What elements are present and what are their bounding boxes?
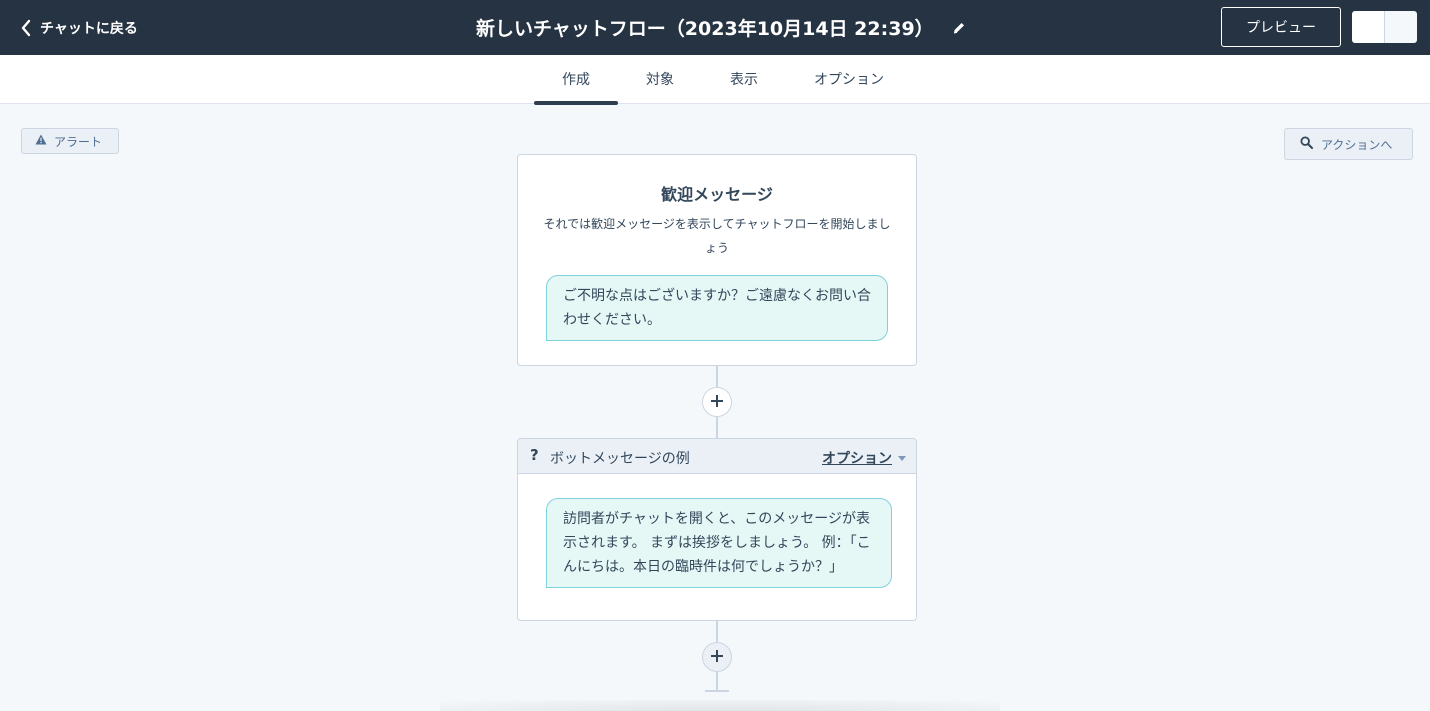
go-to-actions-button[interactable]: アクションへ <box>1284 128 1413 160</box>
tab-bar: 作成 対象 表示 オプション <box>0 55 1430 105</box>
pencil-icon[interactable] <box>952 21 966 35</box>
flow-title-area: 新しいチャットフロー（2023年10月14日 22:39） <box>476 0 966 55</box>
next-card-shadow <box>440 700 1000 711</box>
back-to-chat-link[interactable]: チャットに戻る <box>20 0 138 55</box>
welcome-message-bubble[interactable]: ご不明な点はございますか？ご遠慮なくお問い合わせください。 <box>546 275 888 341</box>
search-icon <box>1300 136 1313 152</box>
tab-build[interactable]: 作成 <box>534 55 618 105</box>
tab-target[interactable]: 対象 <box>646 72 674 88</box>
view-toggle-group <box>1352 11 1417 43</box>
tab-options[interactable]: オプション <box>814 72 884 88</box>
plus-icon <box>710 393 724 412</box>
bot-card-title: ボットメッセージの例 <box>550 451 690 467</box>
actions-label: アクションへ <box>1321 137 1393 152</box>
plus-icon <box>710 648 724 667</box>
warning-icon <box>35 134 47 148</box>
welcome-title: 歓迎メッセージ <box>661 185 773 204</box>
connector-end <box>705 690 729 692</box>
toggle-option-right[interactable] <box>1384 11 1417 43</box>
toggle-option-left[interactable] <box>1352 11 1384 43</box>
caret-down-icon <box>898 455 906 461</box>
bot-card-header: ? ボットメッセージの例 オプション <box>518 439 916 474</box>
options-dropdown[interactable]: オプション <box>822 448 906 468</box>
options-label: オプション <box>822 451 892 467</box>
alert-label: アラート <box>54 134 103 149</box>
welcome-message-card[interactable]: 歓迎メッセージ それでは歓迎メッセージを表示してチャットフローを開始しましょう … <box>517 154 917 366</box>
bot-message-card[interactable]: ? ボットメッセージの例 オプション 訪問者がチャットを開くと、このメッセージが… <box>517 438 917 621</box>
flow-title: 新しいチャットフロー（2023年10月14日 22:39） <box>476 18 934 40</box>
tab-display[interactable]: 表示 <box>730 72 758 88</box>
back-label: チャットに戻る <box>40 20 138 37</box>
add-step-button[interactable] <box>702 387 732 417</box>
alert-button[interactable]: アラート <box>21 128 119 154</box>
bot-message-bubble[interactable]: 訪問者がチャットを開くと、このメッセージが表示されます。 まずは挨拶をしましょう… <box>546 498 892 588</box>
chevron-left-icon <box>20 19 32 37</box>
welcome-description: それでは歓迎メッセージを表示してチャットフローを開始しましょう <box>543 217 891 255</box>
top-header: チャットに戻る 新しいチャットフロー（2023年10月14日 22:39） プレ… <box>0 0 1430 55</box>
add-step-button[interactable] <box>702 642 732 672</box>
question-icon: ? <box>530 446 539 464</box>
preview-button[interactable]: プレビュー <box>1221 7 1341 47</box>
